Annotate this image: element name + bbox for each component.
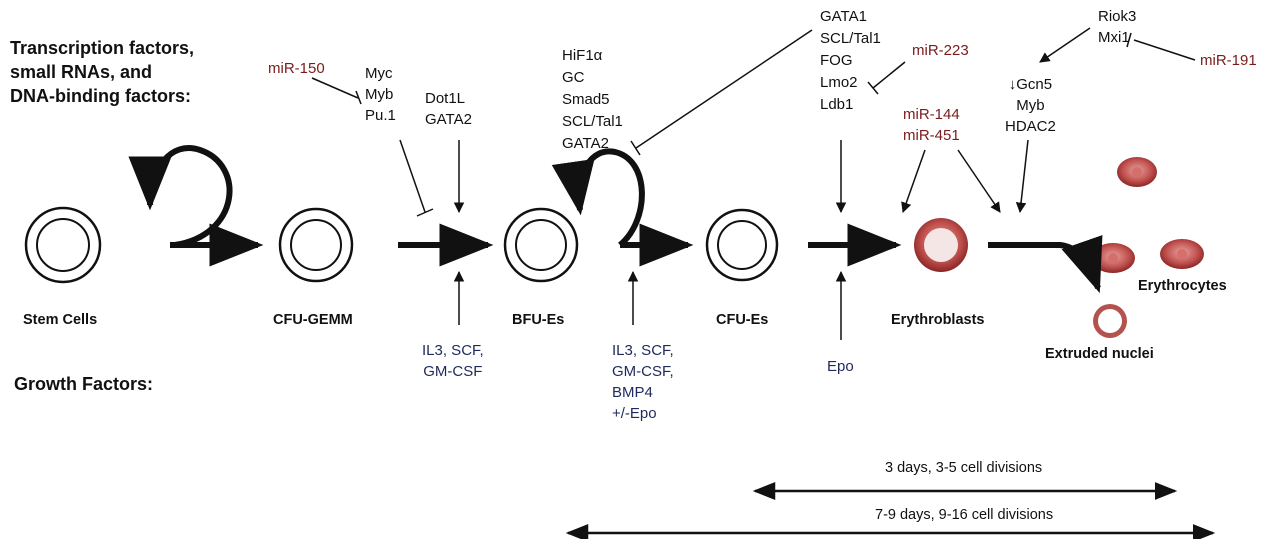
- riok3-arrow: [1040, 28, 1090, 62]
- bfu-es-label: BFU-Es: [512, 310, 564, 331]
- erythroblasts-label: Erythroblasts: [891, 310, 984, 331]
- erythroblast-to-erythrocyte-arrow: [988, 245, 1098, 288]
- bfu-self-renewal-arrow: [579, 151, 642, 245]
- stem-cells-label: Stem Cells: [23, 310, 97, 331]
- dot1l-gata2-group: Dot1L GATA2: [425, 88, 472, 130]
- mir150-label: miR-150: [268, 58, 325, 79]
- erythroblast-cell: [914, 218, 968, 272]
- stem-cell: [26, 208, 100, 282]
- cfu-es-label: CFU-Es: [716, 310, 768, 331]
- hdac2-arrow: [1020, 140, 1028, 212]
- extruded-nuclei-label: Extruded nuclei: [1045, 344, 1154, 365]
- mir191-label: miR-191: [1200, 50, 1257, 71]
- mir191-inhibit-mxi1-line: [1134, 40, 1195, 60]
- gcn5-myb-hdac2-group: ↓Gcn5 Myb HDAC2: [1005, 74, 1056, 137]
- mir223-label: miR-223: [912, 40, 969, 61]
- growth-factors-bfu: IL3, SCF, GM-CSF, BMP4 +/-Epo: [612, 340, 674, 424]
- gata1-to-gata2-inhibit-line: [636, 30, 812, 148]
- cfu-gemm-label: CFU-GEMM: [273, 310, 353, 331]
- hif-gc-smad5-group: HiF1α GC Smad5 SCL/Tal1 GATA2: [562, 45, 623, 155]
- erythrocytes-label: Erythrocytes: [1138, 276, 1227, 297]
- myc-myb-pu1-group: Myc Myb Pu.1: [365, 63, 396, 126]
- erythrocyte-cells: [1091, 157, 1204, 273]
- stem-self-renewal-arrow: [150, 148, 230, 245]
- timeline-long-label: 7-9 days, 9-16 cell divisions: [875, 505, 1053, 526]
- mir451-arrow: [958, 150, 1000, 212]
- timeline-short-label: 3 days, 3-5 cell divisions: [885, 458, 1042, 479]
- pu1-inhibit-line: [400, 140, 425, 212]
- transcription-factors-label: Transcription factors, small RNAs, and D…: [10, 36, 194, 108]
- growth-factors-label: Growth Factors:: [14, 372, 153, 396]
- mir150-inhibit-myb-line: [312, 78, 358, 98]
- mir144-arrow: [903, 150, 925, 212]
- cfu-gemm-cell: [280, 209, 352, 281]
- riok3-mxi1-group: Riok3 Mxi1: [1098, 6, 1136, 48]
- extruded-nucleus: [1093, 304, 1127, 338]
- gata1-scl-fog-group: GATA1 SCL/Tal1 FOG Lmo2 Ldb1: [820, 6, 881, 116]
- cfu-e-cell: [707, 210, 777, 280]
- growth-factor-epo: Epo: [827, 356, 854, 377]
- mir144-mir451-group: miR-144 miR-451: [903, 104, 960, 146]
- growth-factors-gemm: IL3, SCF, GM-CSF: [422, 340, 484, 382]
- bfu-e-cell: [505, 209, 577, 281]
